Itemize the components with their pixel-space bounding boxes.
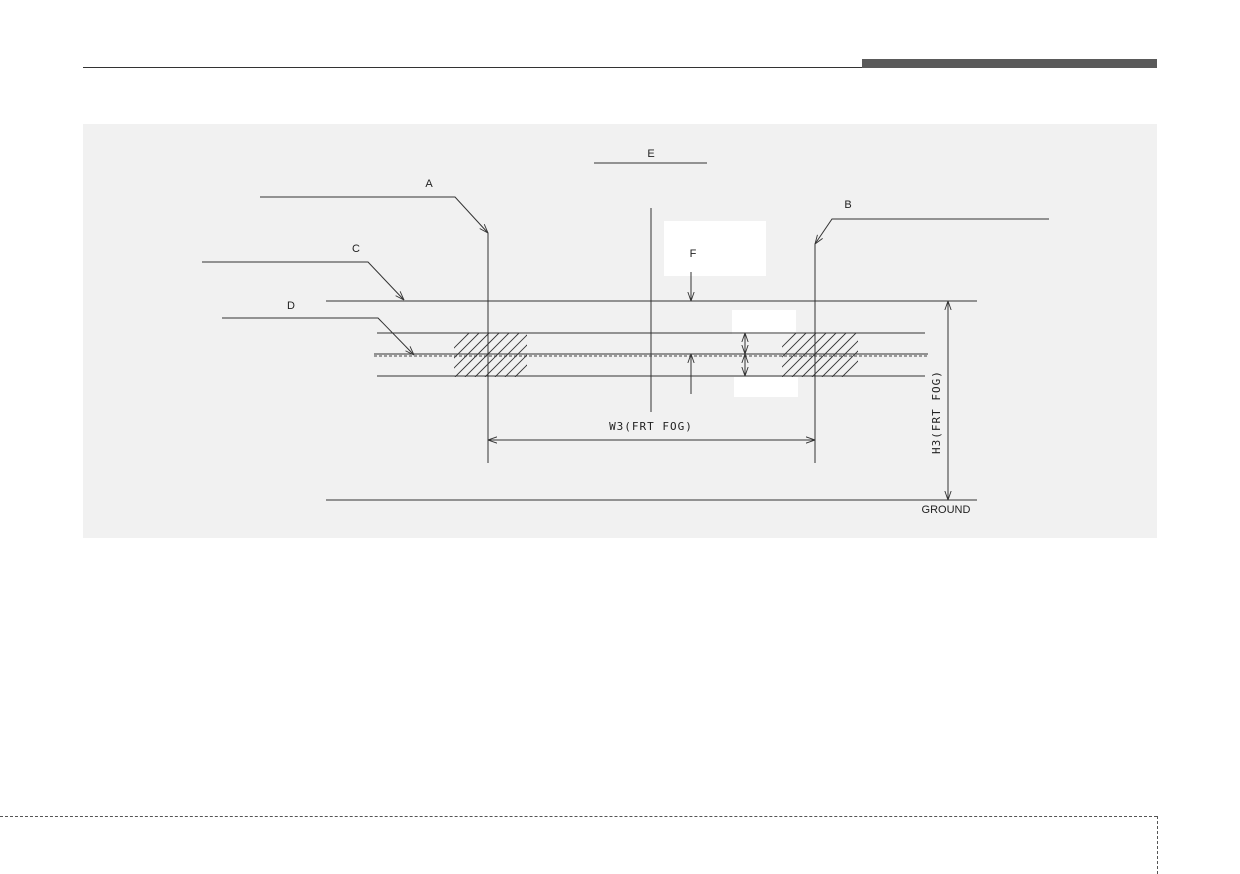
callout-a-label: A [425,178,433,190]
right-hatch-zone [782,333,858,377]
height-dimension-label: H3(FRT FOG) [930,370,943,454]
f-label-box [664,221,766,276]
callout-f-label: F [690,248,697,260]
d-leader-line [222,317,414,355]
lower-dim-box [734,377,798,397]
diagram-panel [83,124,1157,538]
b-leader-line [815,218,1049,244]
header-tab-bar [862,59,1157,68]
left-hatch-zone [454,333,527,377]
a-leader-line [260,196,488,233]
c-leader-line [202,261,404,300]
width-dimension-label: W3(FRT FOG) [609,420,693,433]
ground-label: GROUND [922,504,971,516]
upper-dim-box [732,310,796,334]
footer-dashed-rule [0,816,1157,817]
footer-dashed-divider [1157,816,1158,874]
callout-d-label: D [287,300,295,312]
callout-c-label: C [352,243,360,255]
callout-e-label: E [647,148,654,160]
header-rule [83,67,1157,68]
callout-b-label: B [844,199,851,211]
